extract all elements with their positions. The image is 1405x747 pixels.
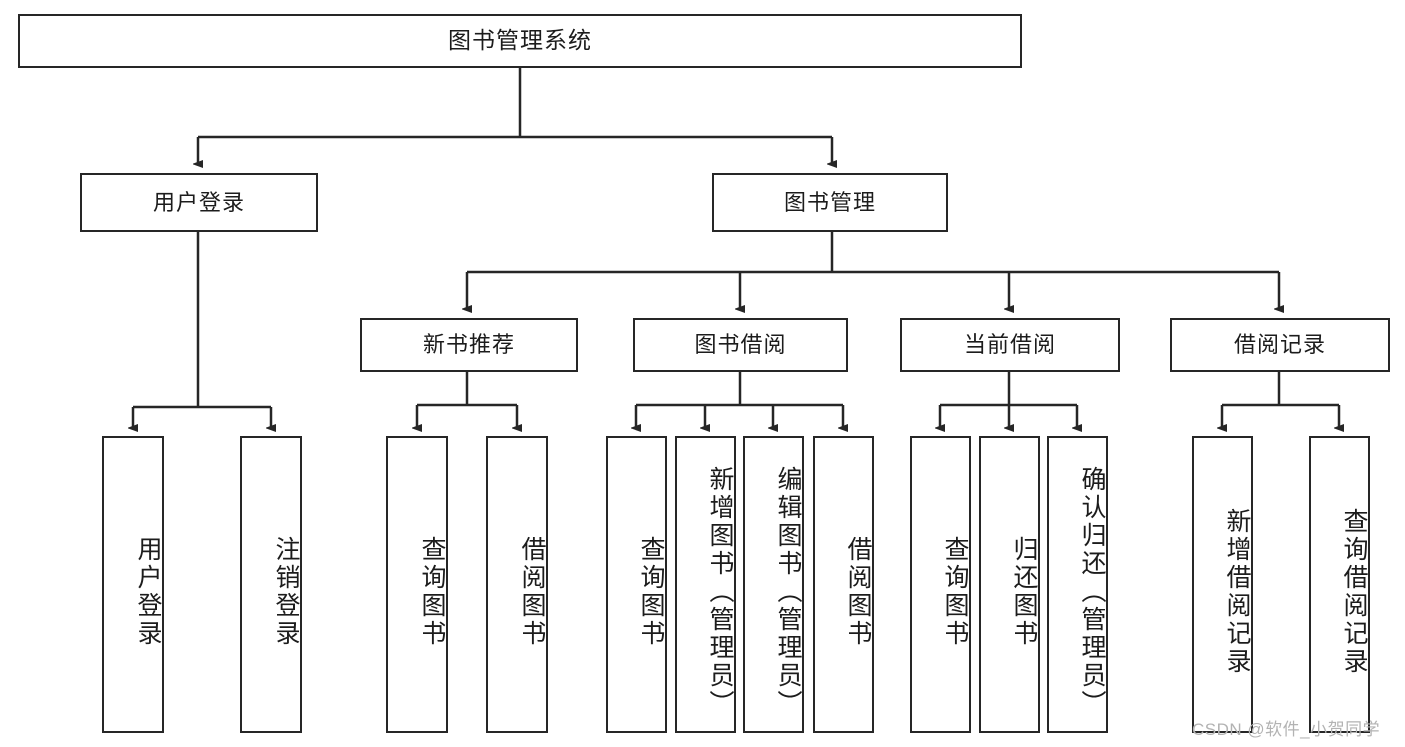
node-root-book-management-system[interactable]: 图书管理系统 [18,14,1022,68]
leaf-bookborrow-query-book[interactable]: 查询图书 [606,436,667,733]
node-label: 图书借阅 [694,332,787,358]
node-label: 查询图书 [418,535,446,648]
node-label: 图书管理 [783,189,876,215]
leaf-newbook-query-book[interactable]: 查询图书 [386,436,448,733]
node-borrow-record[interactable]: 借阅记录 [1170,318,1390,372]
node-label: 用户登录 [152,189,245,215]
node-label: 新增图书（管理员） [706,465,734,718]
leaf-borrowrecord-add-record[interactable]: 新增借阅记录 [1192,436,1253,733]
node-book-borrow[interactable]: 图书借阅 [633,318,848,372]
leaf-user-login[interactable]: 用户登录 [102,436,164,733]
leaf-bookborrow-add-book-admin[interactable]: 新增图书（管理员） [675,436,736,733]
csdn-watermark: CSDN @软件_小贺同学 [1192,720,1381,739]
node-user-login[interactable]: 用户登录 [80,173,318,232]
node-current-borrow[interactable]: 当前借阅 [900,318,1120,372]
leaf-borrowrecord-query-record[interactable]: 查询借阅记录 [1309,436,1370,733]
node-label: 当前借阅 [963,332,1056,358]
node-label: 归还图书 [1010,535,1038,648]
leaf-currentborrow-return-book[interactable]: 归还图书 [979,436,1040,733]
node-label: 图书管理系统 [448,27,592,54]
node-label: 借阅图书 [518,535,546,648]
node-label: 新书推荐 [422,332,515,358]
node-label: 查询图书 [941,535,969,648]
leaf-bookborrow-borrow-book[interactable]: 借阅图书 [813,436,874,733]
leaf-logout[interactable]: 注销登录 [240,436,302,733]
node-new-book-recommend[interactable]: 新书推荐 [360,318,578,372]
node-label: 新增借阅记录 [1223,507,1251,676]
node-label: 查询图书 [637,535,665,648]
node-label: 借阅图书 [844,535,872,648]
node-label: 确认归还（管理员） [1078,465,1106,718]
leaf-bookborrow-edit-book-admin[interactable]: 编辑图书（管理员） [743,436,804,733]
leaf-currentborrow-confirm-return-admin[interactable]: 确认归还（管理员） [1047,436,1108,733]
leaf-currentborrow-query-book[interactable]: 查询图书 [910,436,971,733]
node-label: 用户登录 [134,535,162,648]
node-label: 注销登录 [272,535,300,648]
node-label: 编辑图书（管理员） [774,465,802,718]
node-book-management[interactable]: 图书管理 [712,173,948,232]
node-label: 查询借阅记录 [1340,507,1368,676]
leaf-newbook-borrow-book[interactable]: 借阅图书 [486,436,548,733]
node-label: 借阅记录 [1233,332,1326,358]
